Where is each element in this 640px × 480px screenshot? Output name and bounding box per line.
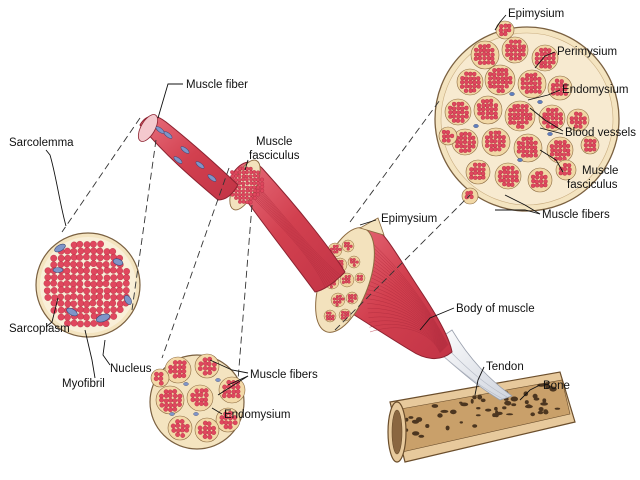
label-blood-vessels: Blood vessels [565, 127, 636, 139]
label-muscle-fasciculus-1: Muscle [256, 136, 292, 148]
muscle-fasciculus [226, 159, 346, 293]
label-muscle-fasciculus-right-2: fasciculus [567, 179, 618, 191]
label-epimysium-middle: Epimysium [381, 213, 437, 225]
bone [387, 371, 576, 463]
label-muscle-fiber: Muscle fiber [186, 79, 248, 91]
label-bone: Bone [543, 380, 570, 392]
label-body-of-muscle: Body of muscle [456, 303, 535, 315]
label-muscle-fibers-lower: Muscle fibers [250, 369, 318, 381]
fiber-cross-section [35, 232, 141, 338]
body-of-muscle [315, 217, 453, 359]
fasciculus-cross-section [149, 353, 246, 450]
label-perimysium: Perimysium [557, 46, 617, 58]
label-sarcolemma: Sarcolemma [9, 137, 74, 149]
label-nucleus: Nucleus [110, 363, 152, 375]
muscle-fiber [137, 114, 239, 201]
labels: Muscle fiber Sarcolemma Sarcoplasm Nucle… [9, 8, 636, 421]
label-muscle-fasciculus-2: fasciculus [249, 150, 300, 162]
zoom-connector-lines [61, 99, 471, 381]
label-muscle-fibers-right: Muscle fibers [542, 209, 610, 221]
leader-lines [45, 14, 564, 415]
label-epimysium-top: Epimysium [508, 8, 564, 20]
label-muscle-fasciculus-right-1: Muscle [582, 165, 618, 177]
label-endomysium-top: Endomysium [562, 84, 628, 96]
muscle-cross-section [434, 20, 620, 212]
label-tendon: Tendon [486, 361, 524, 373]
label-endomysium-lower: Endomysium [224, 409, 290, 421]
label-myofibril: Myofibril [62, 378, 105, 390]
label-sarcoplasm: Sarcoplasm [9, 323, 70, 335]
